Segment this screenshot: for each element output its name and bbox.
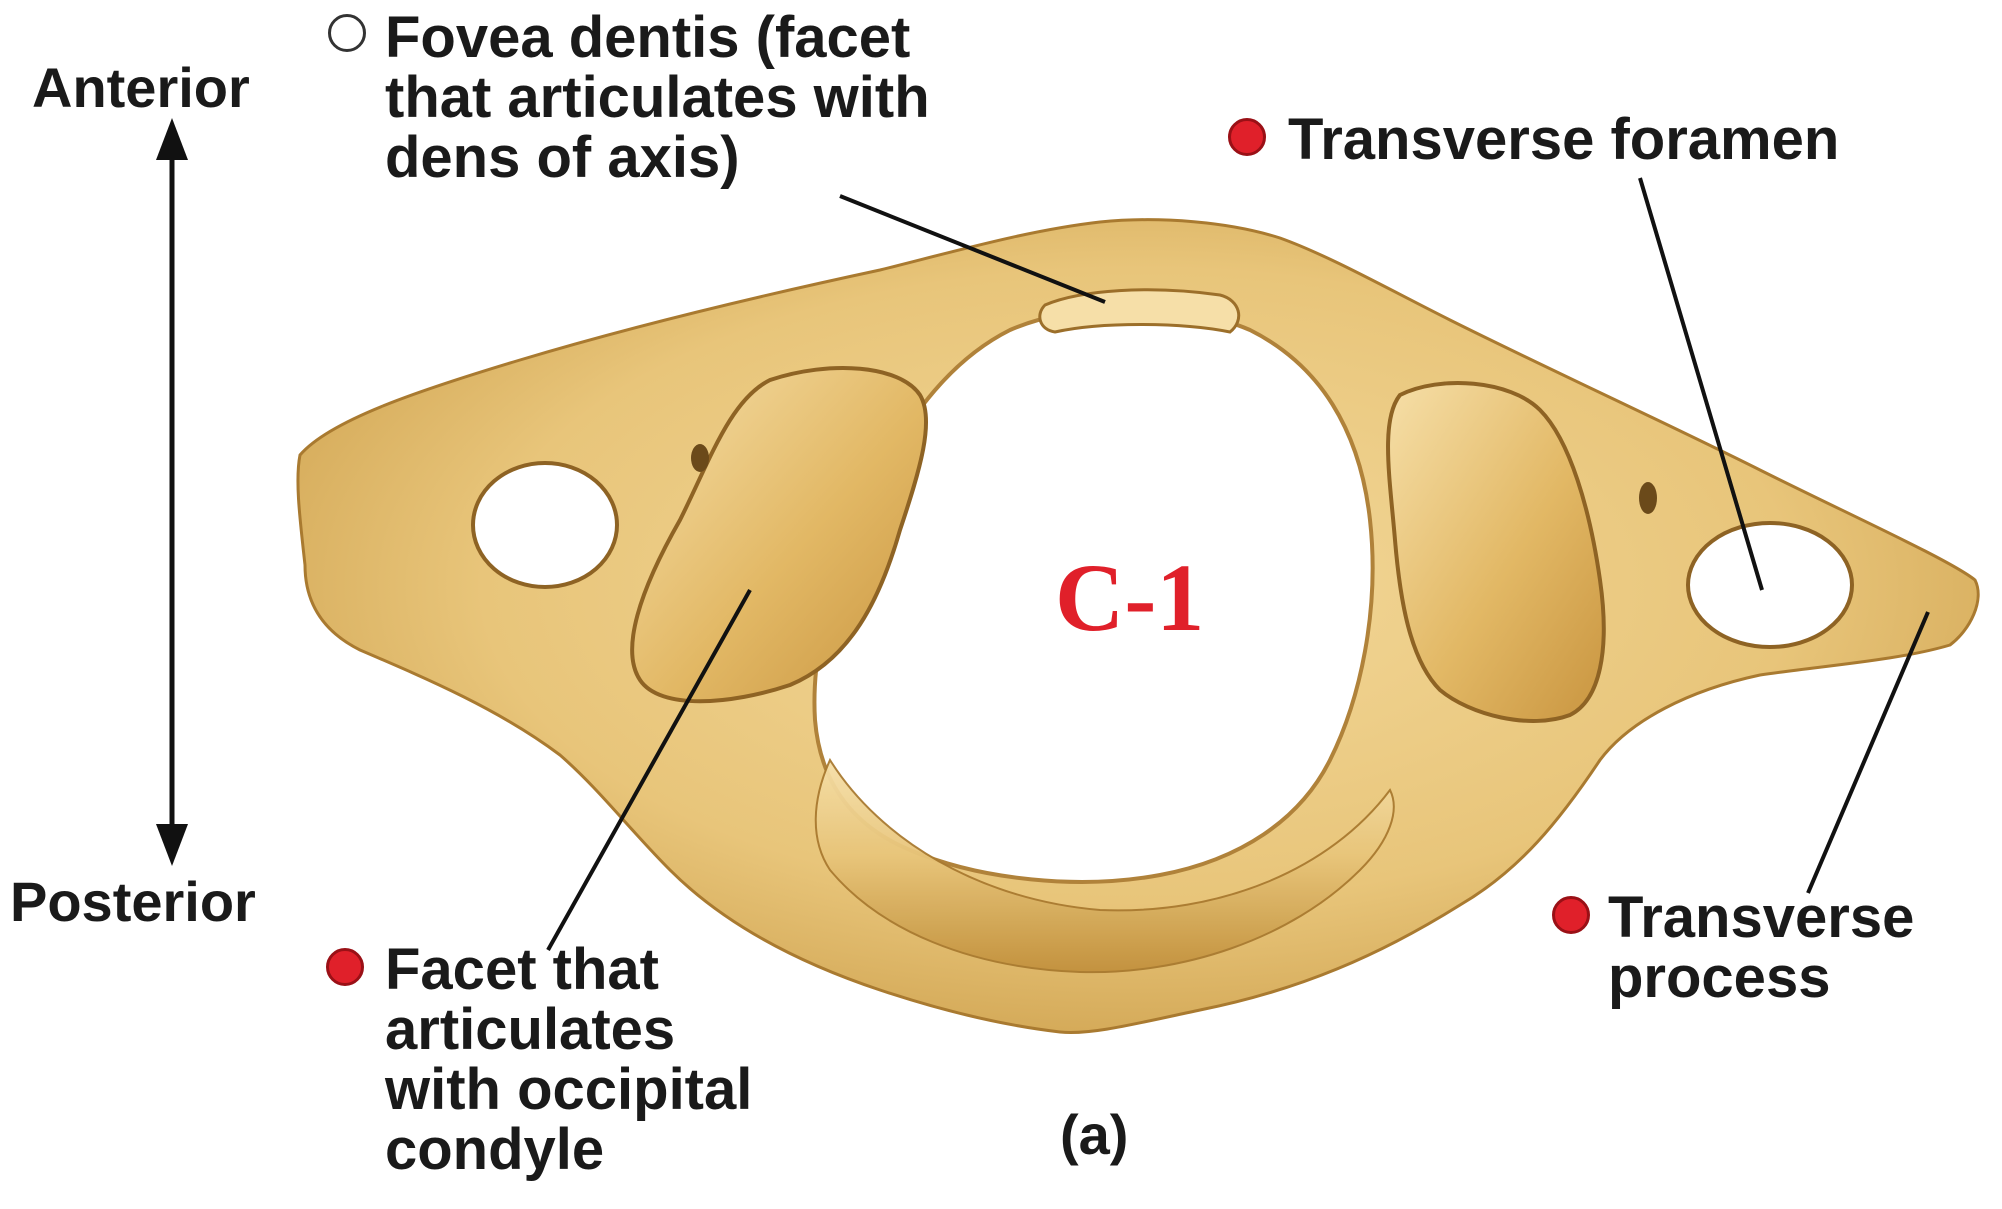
red-dot-marker bbox=[326, 948, 364, 986]
fovea-dentis-facet bbox=[1040, 290, 1239, 332]
anterior-arrowhead bbox=[156, 118, 188, 160]
posterior-arrowhead bbox=[156, 824, 188, 866]
vertebra-title: C-1 bbox=[1055, 548, 1204, 648]
transverse-foramen-label: Transverse foramen bbox=[1288, 110, 1839, 170]
red-dot-marker bbox=[1228, 118, 1266, 156]
left-transverse-foramen bbox=[473, 463, 617, 587]
left-notch bbox=[691, 444, 709, 472]
transverse-process-label: Transverse process bbox=[1608, 888, 1914, 1008]
occipital-facet-label: Facet that articulates with occipital co… bbox=[385, 940, 752, 1180]
posterior-label: Posterior bbox=[10, 872, 256, 932]
fovea-dentis-label: Fovea dentis (facet that articulates wit… bbox=[385, 8, 930, 188]
open-circle-marker bbox=[328, 14, 366, 52]
right-transverse-foramen bbox=[1688, 523, 1852, 647]
right-notch bbox=[1639, 482, 1657, 514]
red-dot-marker bbox=[1552, 896, 1590, 934]
anterior-label: Anterior bbox=[32, 58, 250, 118]
panel-caption: (a) bbox=[1060, 1105, 1128, 1165]
